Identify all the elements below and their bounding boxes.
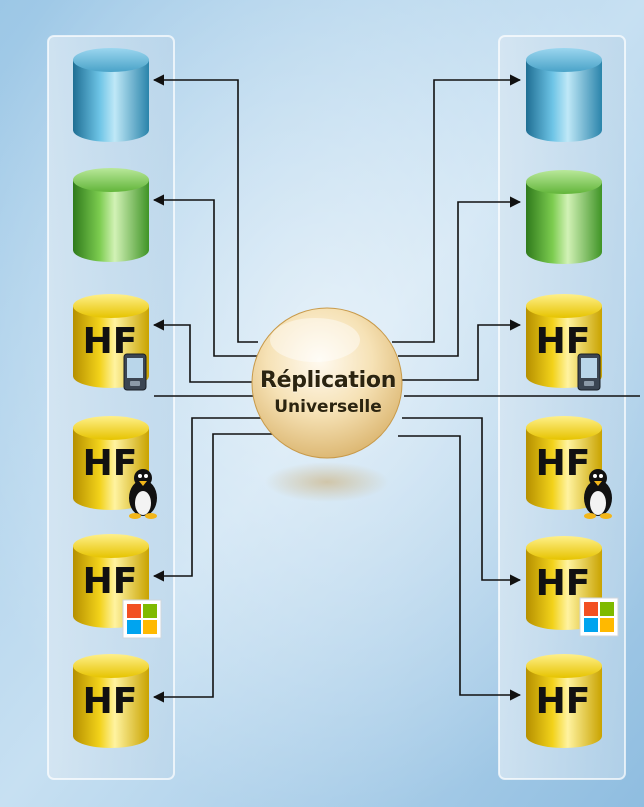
pda-icon (124, 354, 146, 390)
hub-subtitle: Universelle (248, 397, 408, 417)
db-blue-top (526, 48, 602, 72)
db-hf-top (73, 416, 149, 440)
db-hf-top (73, 294, 149, 318)
hub-highlight (270, 318, 360, 362)
left-db-blue (73, 48, 149, 142)
db-hf-label: HF (83, 443, 138, 484)
db-hf-label: HF (83, 681, 138, 722)
right-db-hf-2: HF (526, 416, 612, 519)
db-hf-top (526, 536, 602, 560)
left-db-hf-3: HF (73, 534, 161, 638)
hub-title: Réplication (248, 368, 408, 393)
right-db-green (526, 170, 602, 264)
db-blue-body (73, 60, 149, 142)
db-green-top (73, 168, 149, 192)
left-db-hf-1: HF (73, 294, 149, 390)
db-blue-body (526, 60, 602, 142)
db-hf-top (526, 294, 602, 318)
db-hf-top (526, 654, 602, 678)
windows-logo-icon (580, 598, 618, 636)
db-hf-top (73, 654, 149, 678)
db-green-body (73, 180, 149, 262)
db-green-body (526, 182, 602, 264)
windows-logo-icon (123, 600, 161, 638)
right-db-hf-1: HF (526, 294, 602, 390)
db-hf-label: HF (536, 443, 591, 484)
left-db-green (73, 168, 149, 262)
left-db-hf-4: HF (73, 654, 149, 748)
db-hf-top (73, 534, 149, 558)
left-db-hf-2: HF (73, 416, 157, 519)
right-db-blue (526, 48, 602, 142)
right-db-hf-4: HF (526, 654, 602, 748)
db-hf-top (526, 416, 602, 440)
db-hf-label: HF (83, 561, 138, 602)
pda-icon (578, 354, 600, 390)
db-hf-label: HF (536, 681, 591, 722)
db-blue-top (73, 48, 149, 72)
db-green-top (526, 170, 602, 194)
hub-reflection (265, 462, 389, 502)
